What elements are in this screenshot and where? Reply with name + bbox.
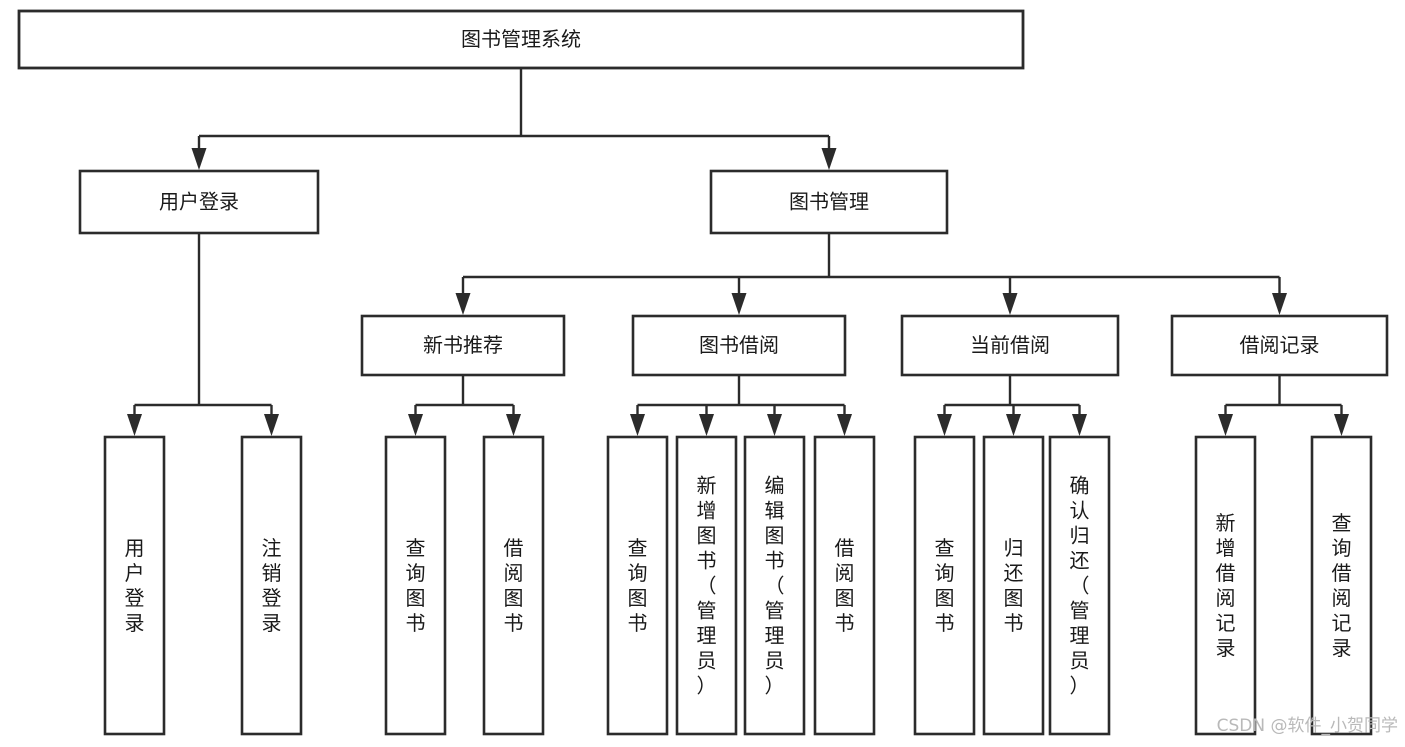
node-label: 查询图书 — [628, 536, 648, 635]
node-leaf-borrow-book-1[interactable]: 借阅图书 — [482, 435, 545, 736]
node-leaf-add-record[interactable]: 新增借阅记录 — [1194, 435, 1257, 736]
node-label: 用户登录 — [125, 536, 145, 635]
node-box — [913, 435, 976, 736]
node-box — [1170, 314, 1389, 377]
node-leaf-confirm-return[interactable]: 确认归还（管理员） — [1048, 435, 1111, 736]
node-box — [384, 435, 447, 736]
node-box — [606, 435, 669, 736]
node-box — [982, 435, 1045, 736]
node-box — [360, 314, 566, 377]
node-leaf-return-book[interactable]: 归还图书 — [982, 435, 1045, 736]
node-label: 确认归还（管理员） — [1070, 474, 1090, 698]
node-leaf-logout[interactable]: 注销登录 — [240, 435, 303, 736]
node-label: 新书推荐 — [423, 333, 503, 357]
arrow-head-icon — [699, 414, 714, 436]
arrow-head-icon — [1072, 414, 1087, 436]
node-leaf-add-book[interactable]: 新增图书（管理员） — [675, 435, 738, 736]
node-box — [813, 435, 876, 736]
node-label: 借阅图书 — [504, 536, 524, 635]
csdn-watermark: CSDN @软件_小贺同学 — [1217, 716, 1398, 736]
arrow-head-icon — [821, 148, 837, 170]
node-box — [900, 314, 1120, 377]
arrow-head-icon — [127, 414, 142, 436]
arrow-head-icon — [767, 414, 782, 436]
node-leaf-query-book-3[interactable]: 查询图书 — [913, 435, 976, 736]
node-box — [17, 9, 1025, 70]
node-layer: 图书管理系统用户登录图书管理新书推荐图书借阅当前借阅借阅记录用户登录注销登录查询… — [17, 9, 1389, 736]
node-current-borrow[interactable]: 当前借阅 — [900, 314, 1120, 377]
node-book-manage[interactable]: 图书管理 — [709, 169, 949, 235]
node-box — [1194, 435, 1257, 736]
node-leaf-query-record[interactable]: 查询借阅记录 — [1310, 435, 1373, 736]
node-label: 新增借阅记录 — [1216, 511, 1236, 660]
node-box — [675, 435, 738, 736]
node-leaf-query-book-2[interactable]: 查询图书 — [606, 435, 669, 736]
arrow-head-icon — [1272, 293, 1287, 315]
node-label: 当前借阅 — [970, 333, 1050, 357]
node-label: 用户登录 — [159, 190, 239, 214]
node-box — [103, 435, 166, 736]
node-box — [482, 435, 545, 736]
node-label: 归还图书 — [1004, 536, 1024, 635]
node-user-login[interactable]: 用户登录 — [78, 169, 320, 235]
node-box — [240, 435, 303, 736]
node-box — [709, 169, 949, 235]
node-label: 图书管理 — [789, 190, 869, 214]
node-label: 查询图书 — [935, 536, 955, 635]
node-label: 图书管理系统 — [461, 27, 581, 51]
node-new-book-recommend[interactable]: 新书推荐 — [360, 314, 566, 377]
node-label: 查询借阅记录 — [1332, 511, 1352, 660]
node-box — [1310, 435, 1373, 736]
arrow-head-icon — [1218, 414, 1233, 436]
arrow-head-icon — [506, 414, 521, 436]
node-leaf-borrow-book-2[interactable]: 借阅图书 — [813, 435, 876, 736]
node-borrow-record[interactable]: 借阅记录 — [1170, 314, 1389, 377]
node-leaf-query-book-1[interactable]: 查询图书 — [384, 435, 447, 736]
arrow-head-icon — [837, 414, 852, 436]
node-label: 借阅记录 — [1240, 333, 1320, 357]
node-box — [1048, 435, 1111, 736]
node-box — [743, 435, 806, 736]
arrow-head-icon — [1002, 293, 1018, 315]
node-label: 新增图书（管理员） — [697, 474, 717, 698]
node-box — [78, 169, 320, 235]
node-label: 借阅图书 — [835, 536, 855, 635]
node-root[interactable]: 图书管理系统 — [17, 9, 1025, 70]
arrow-head-icon — [937, 414, 952, 436]
node-box — [631, 314, 847, 377]
arrow-head-icon — [408, 414, 423, 436]
node-label: 图书借阅 — [699, 333, 779, 357]
node-book-borrow[interactable]: 图书借阅 — [631, 314, 847, 377]
node-leaf-edit-book[interactable]: 编辑图书（管理员） — [743, 435, 806, 736]
arrow-head-icon — [1006, 414, 1021, 436]
connector-layer — [127, 68, 1349, 436]
node-label: 注销登录 — [262, 536, 282, 635]
arrow-head-icon — [630, 414, 645, 436]
arrow-head-icon — [191, 148, 207, 170]
arrow-head-icon — [1334, 414, 1349, 436]
arrow-head-icon — [455, 293, 471, 315]
arrow-head-icon — [731, 293, 747, 315]
arrow-head-icon — [264, 414, 279, 436]
node-leaf-user-login[interactable]: 用户登录 — [103, 435, 166, 736]
node-label: 编辑图书（管理员） — [765, 474, 785, 698]
node-label: 查询图书 — [406, 536, 426, 635]
